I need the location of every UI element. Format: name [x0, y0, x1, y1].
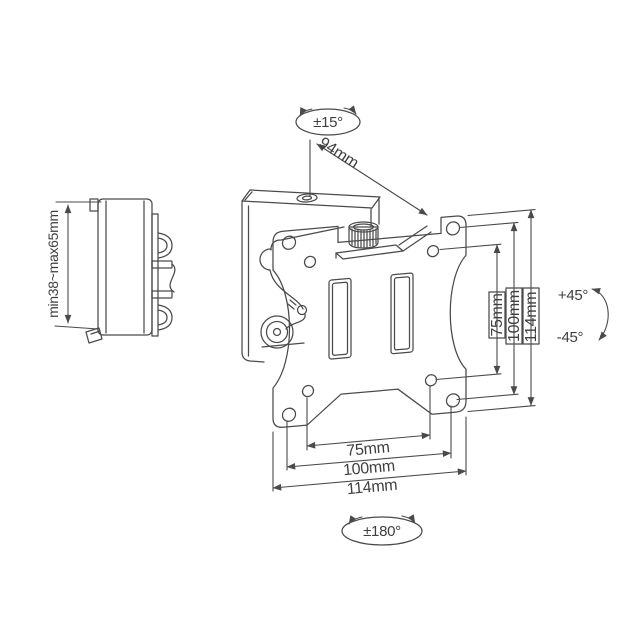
side-tab-top: [89, 198, 99, 212]
vesa-slot-left: [328, 277, 352, 360]
swivel-arc-arrow: [591, 287, 609, 341]
knob-knurling: [351, 228, 377, 248]
rotation-arrow-left: [348, 515, 363, 525]
extension-tick-bottom: [54, 325, 99, 330]
side-depth-label: min38~max65mm: [45, 210, 61, 318]
side-depth-dimension: min38~max65mm: [45, 201, 102, 330]
swivel-up-label: +45°: [558, 287, 589, 304]
side-tab-mid-upper: [151, 260, 173, 269]
v75-label: 75mm: [489, 293, 506, 336]
bracket-arm-edge2: [398, 225, 428, 246]
pivot-distance-line: [316, 143, 428, 216]
swivel-annotation: +45° -45°: [557, 287, 609, 346]
dimension-annotations: ±15° 94mm 75mm 100mm 114mm: [272, 105, 609, 546]
bracket-bottom-edge: [261, 342, 305, 348]
tilt-label: ±15°: [313, 114, 343, 131]
h114-label: 114mm: [346, 477, 398, 498]
tension-knob-cap-inner: [352, 223, 375, 231]
side-tab-bottom-line: [90, 330, 101, 335]
hole-100-bottom-left: [281, 407, 297, 422]
side-bump-top: [157, 232, 173, 259]
tension-knob-cap: [348, 221, 379, 233]
bracket-left-curve: [269, 269, 304, 310]
rotation-ellipse: [341, 516, 423, 546]
tension-knob-body: [348, 226, 379, 249]
block-top-hole-inner: [301, 195, 313, 201]
tilt-arrow-left: [299, 107, 313, 117]
ext-v114-top: [467, 209, 536, 217]
ext-v114-bottom: [467, 405, 536, 413]
vesa-slots: [328, 272, 414, 360]
hole-75-top-left: [303, 255, 317, 269]
wall-mount-block: [241, 189, 381, 363]
side-arm-curve: [169, 263, 176, 293]
bracket-arm-edge1: [402, 231, 432, 252]
dim-line-h75: [306, 432, 431, 449]
ext-v75-top: [439, 243, 502, 251]
hole-75-bottom-right: [424, 374, 438, 387]
plate-inner-holes: [301, 244, 440, 398]
block-top-hole: [296, 193, 318, 203]
side-bump-bottom: [157, 304, 173, 331]
side-view: min38~max65mm: [45, 198, 176, 344]
rotation-label: ±180°: [363, 523, 401, 540]
tilt-ellipse: [295, 108, 361, 136]
bracket-pivot-hole: [265, 320, 289, 344]
tilt-arrow-right: [343, 105, 357, 115]
bracket-pivot-center: [272, 327, 282, 337]
bracket-top-edge: [270, 226, 345, 251]
lock-screw-shaft1: [289, 299, 297, 306]
side-profile: [85, 198, 176, 344]
v100-label: 100mm: [506, 290, 523, 342]
block-corner-line: [244, 191, 253, 201]
ext-v100-top: [459, 221, 519, 229]
side-tab-bottom: [85, 327, 103, 344]
swivel-down-label: -45°: [557, 329, 584, 346]
side-tab-mid-lower: [151, 290, 173, 299]
bracket-lobe: [260, 315, 294, 349]
lock-screw-shaft2: [287, 303, 295, 310]
tension-knob-assembly: [335, 221, 432, 260]
h75-label: 75mm: [346, 439, 391, 460]
vesa-slot-left-inner: [331, 281, 349, 356]
hole-100-top-right: [445, 221, 461, 236]
ext-v100-bottom: [456, 393, 519, 401]
lock-screw-head: [296, 304, 308, 316]
pivot-distance-label: 94mm: [316, 134, 362, 172]
hole-75-top-right: [426, 244, 440, 258]
hole-100-bottom-right: [445, 393, 461, 408]
hole-100-top-left: [281, 235, 297, 250]
rotation-annotation: ±180°: [341, 514, 423, 546]
vesa-slot-right-inner: [393, 276, 411, 351]
vertical-dimensions: 75mm 100mm 114mm: [435, 209, 540, 413]
dim-line-h100: [286, 450, 452, 470]
side-bump-top-inner: [157, 237, 168, 254]
side-plate-strip: [151, 213, 159, 337]
side-bump-bottom-inner: [157, 309, 168, 326]
dim-line-h114: [272, 468, 467, 491]
v114-label: 114mm: [523, 292, 540, 343]
block-bottom-edge: [241, 351, 265, 363]
plate-outline: [272, 215, 467, 428]
hinge-bracket: [259, 226, 345, 349]
rotation-arrow-right: [401, 514, 416, 524]
hole-75-bottom-left: [301, 384, 315, 398]
ext-v75-bottom: [435, 373, 502, 381]
bracket-mid-curve: [285, 313, 306, 330]
vesa-slot-right: [390, 272, 414, 355]
front-view: [241, 189, 467, 428]
horizontal-dimensions: 75mm 100mm 114mm: [272, 385, 467, 498]
h100-label: 100mm: [342, 458, 395, 479]
hinge-boss: [259, 248, 272, 271]
